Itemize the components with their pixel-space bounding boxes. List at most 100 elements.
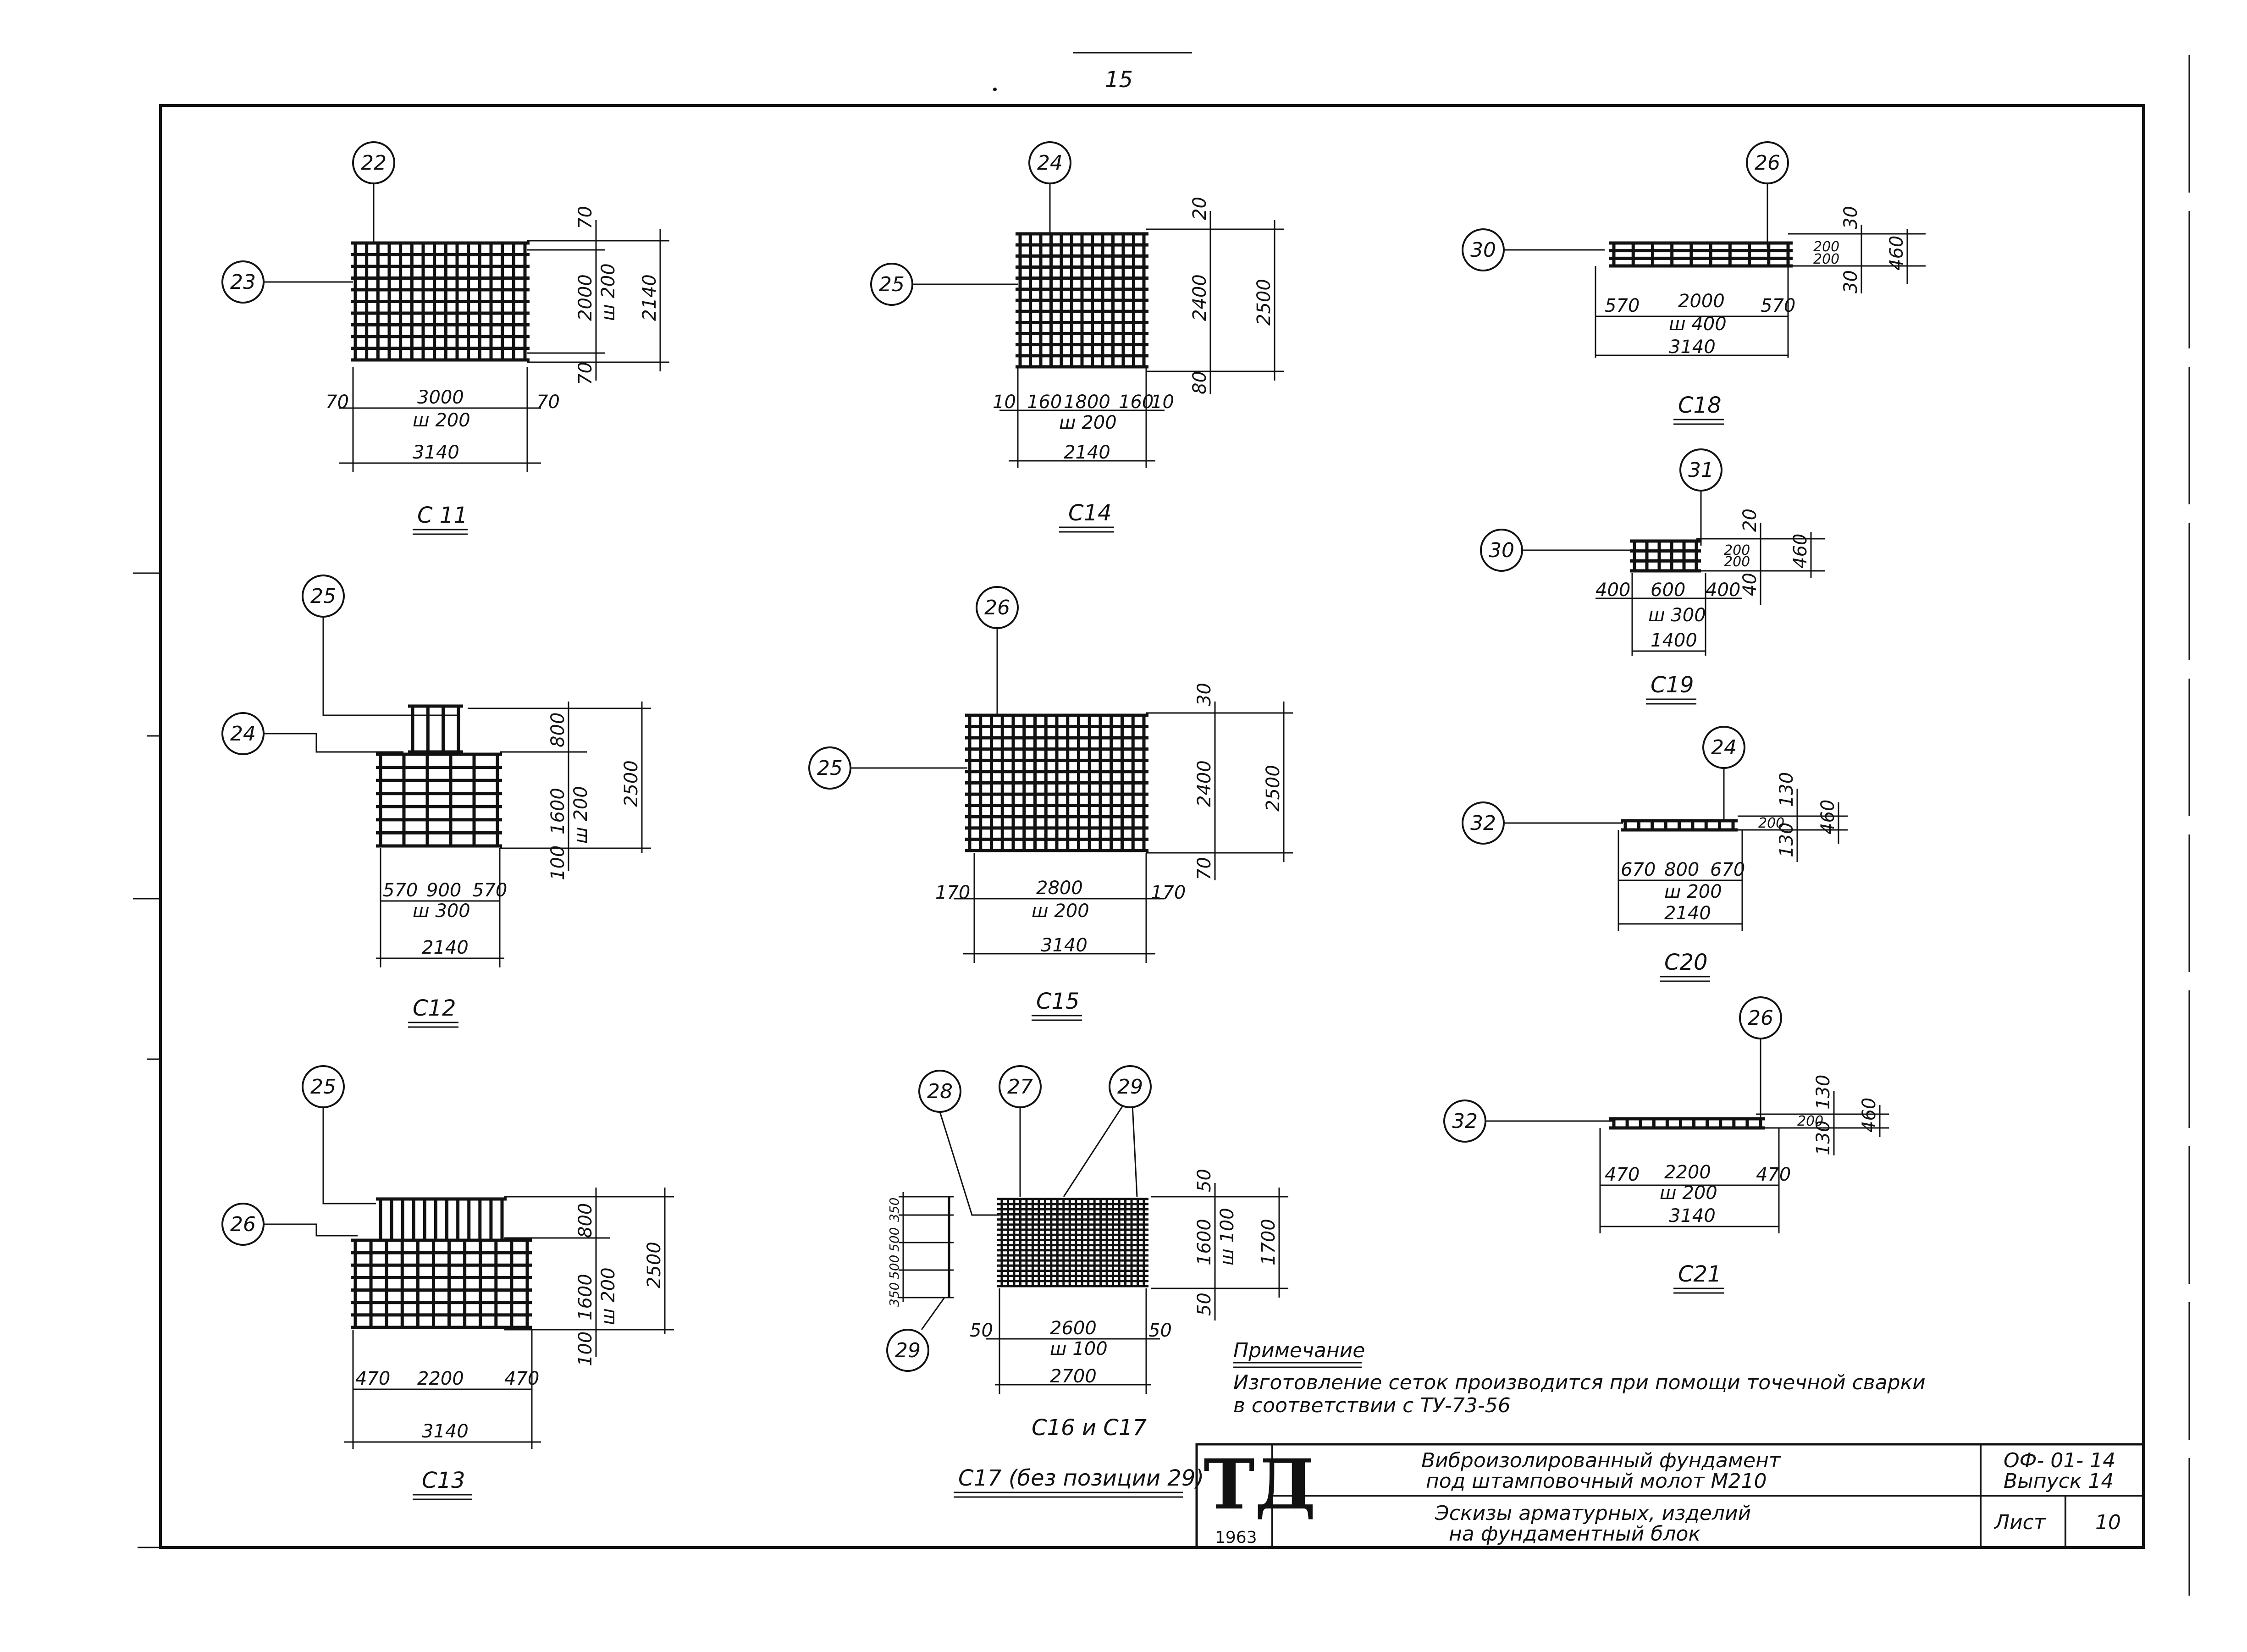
- svg-text:670: 670: [1621, 859, 1656, 880]
- svg-text:500: 500: [887, 1255, 902, 1279]
- svg-text:1700: 1700: [1258, 1219, 1279, 1265]
- issue: Выпуск 14: [2004, 1470, 2114, 1493]
- svg-text:500: 500: [887, 1227, 902, 1252]
- svg-text:50: 50: [970, 1320, 993, 1341]
- svg-text:ш 200: ш 200: [598, 263, 619, 321]
- svg-text:200: 200: [1724, 542, 1750, 558]
- svg-text:2000: 2000: [575, 274, 596, 321]
- desc-line-2: на фундаментный блок: [1449, 1522, 1700, 1546]
- position-bubble-25: [808, 746, 851, 790]
- position-bubble-24: [1702, 726, 1745, 769]
- svg-text:23: 23: [230, 271, 256, 294]
- svg-text:400: 400: [1706, 580, 1740, 601]
- svg-text:32: 32: [1452, 1110, 1478, 1133]
- position-bubble-25: [302, 1065, 345, 1108]
- svg-text:28: 28: [927, 1080, 953, 1103]
- position-bubble-27: [999, 1065, 1042, 1108]
- svg-text:460: 460: [1790, 534, 1811, 569]
- svg-text:800: 800: [547, 713, 569, 747]
- svg-text:30: 30: [1470, 238, 1496, 262]
- svg-text:ш 200: ш 200: [1664, 881, 1722, 902]
- svg-text:50: 50: [1194, 1169, 1215, 1192]
- position-bubble-32: [1462, 801, 1505, 845]
- svg-text:26: 26: [1748, 1006, 1773, 1030]
- svg-text:3140: 3140: [1669, 1205, 1716, 1227]
- svg-text:40: 40: [1739, 573, 1761, 596]
- svg-text:ш 200: ш 200: [1059, 412, 1117, 433]
- svg-text:ш 200: ш 200: [1032, 901, 1089, 922]
- caption-c11: С 11: [417, 503, 468, 528]
- caption-c19: С19: [1651, 672, 1694, 698]
- svg-text:470: 470: [504, 1368, 539, 1389]
- svg-text:3140: 3140: [1669, 337, 1716, 358]
- svg-text:130: 130: [1776, 823, 1797, 857]
- svg-text:70: 70: [575, 206, 596, 229]
- panel-c15: 26 25 30 2400 2500 70 170 2800 170 ш 200…: [808, 586, 1293, 1021]
- caption-c17-note: С17 (без позиции 29): [958, 1465, 1204, 1491]
- svg-text:25: 25: [879, 273, 905, 296]
- panel-c19: 31 30 20 200 200 40 460 400 600 400 ш 30…: [1480, 448, 1825, 705]
- caption-c21: С21: [1678, 1261, 1722, 1287]
- svg-text:2140: 2140: [639, 274, 660, 321]
- svg-text:600: 600: [1651, 580, 1685, 601]
- caption-c20: С20: [1664, 950, 1708, 975]
- svg-text:20: 20: [1739, 508, 1761, 532]
- svg-text:570: 570: [472, 880, 507, 901]
- svg-text:900: 900: [426, 880, 461, 901]
- svg-text:50: 50: [1194, 1293, 1215, 1316]
- svg-text:26: 26: [984, 596, 1010, 619]
- drawing-frame: [159, 104, 2145, 1549]
- svg-text:25: 25: [310, 585, 336, 608]
- svg-text:2500: 2500: [1263, 765, 1284, 812]
- svg-text:100: 100: [575, 1332, 596, 1366]
- svg-text:160: 160: [1119, 392, 1154, 413]
- svg-text:470: 470: [355, 1368, 390, 1389]
- svg-text:25: 25: [310, 1075, 336, 1099]
- svg-text:ш 100: ш 100: [1050, 1338, 1108, 1359]
- svg-text:2500: 2500: [1253, 279, 1275, 326]
- svg-text:ш 200: ш 200: [413, 410, 470, 431]
- panel-c21: 26 32 130 200 130 460 470 2200 470 ш 200…: [1443, 996, 1889, 1294]
- svg-text:2400: 2400: [1189, 274, 1210, 321]
- note-line-2: в соответствии с ТУ-73-56: [1233, 1394, 1511, 1417]
- panel-c18: 26 30 30 200 200 30 460 570 2000 570 ш 4…: [1462, 141, 1926, 425]
- svg-text:24: 24: [1037, 151, 1063, 175]
- svg-text:570: 570: [383, 880, 418, 901]
- position-bubble-29: [1109, 1065, 1152, 1108]
- svg-text:160: 160: [1027, 392, 1062, 413]
- svg-text:70: 70: [1194, 857, 1215, 880]
- svg-text:670: 670: [1710, 859, 1745, 880]
- position-bubble-26: [1739, 996, 1782, 1039]
- svg-text:460: 460: [1859, 1098, 1880, 1133]
- svg-text:70: 70: [326, 392, 349, 413]
- svg-text:2400: 2400: [1194, 760, 1215, 807]
- svg-text:170: 170: [1151, 882, 1186, 903]
- svg-text:170: 170: [935, 882, 970, 903]
- svg-text:200: 200: [1758, 815, 1784, 831]
- svg-text:50: 50: [1148, 1320, 1172, 1341]
- svg-text:3000: 3000: [417, 387, 464, 408]
- svg-text:24: 24: [1711, 736, 1737, 759]
- caption-c18: С18: [1678, 392, 1722, 418]
- svg-text:27: 27: [1007, 1075, 1033, 1099]
- svg-text:350: 350: [887, 1198, 902, 1222]
- mesh-c11: [351, 241, 530, 362]
- svg-text:ш 300: ш 300: [413, 901, 470, 922]
- svg-text:2600: 2600: [1050, 1318, 1097, 1339]
- svg-text:2200: 2200: [417, 1368, 464, 1389]
- drawing-code: ОФ- 01- 14: [2004, 1449, 2115, 1472]
- svg-text:130: 130: [1776, 772, 1797, 807]
- caption-c15: С15: [1036, 989, 1080, 1014]
- sheet-label: Лист: [1993, 1511, 2046, 1534]
- svg-text:350: 350: [887, 1282, 902, 1307]
- note-title: Примечание: [1233, 1339, 1365, 1362]
- panel-c16-c17: 350 500 500 350 29 28 27 29 50 1600 ш 10…: [886, 1065, 1288, 1498]
- svg-text:31: 31: [1688, 459, 1714, 482]
- title-line-2: под штамповочный молот М210: [1426, 1470, 1767, 1493]
- svg-text:570: 570: [1761, 295, 1795, 316]
- svg-text:ш 200: ш 200: [598, 1267, 619, 1325]
- year: 1963: [1215, 1528, 1257, 1547]
- position-bubble-25: [870, 263, 913, 306]
- svg-text:10: 10: [1151, 392, 1174, 413]
- desc-line-1: Эскизы арматурных, изделий: [1435, 1502, 1751, 1525]
